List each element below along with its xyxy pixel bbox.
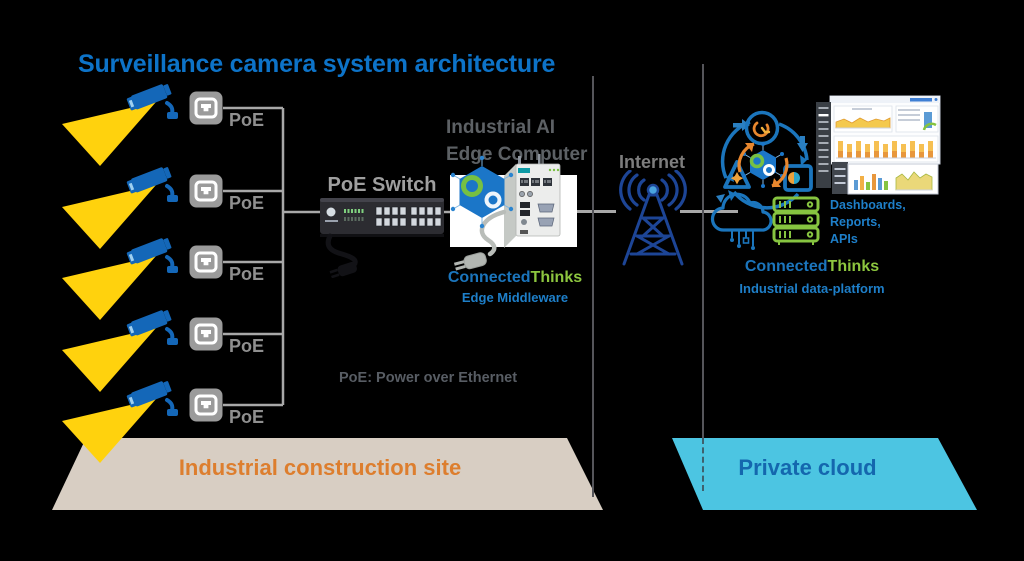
camera-row: PoE — [62, 305, 283, 392]
power-plug-icon — [329, 261, 357, 278]
connector-edge-to-internet — [576, 210, 616, 213]
switch-ports — [375, 206, 442, 227]
cloud-outputs: Dashboards, Reports, APIs — [830, 197, 940, 248]
camera-beam — [62, 185, 156, 249]
radio-tower-icon — [619, 170, 687, 266]
poe-port-icon — [189, 245, 223, 279]
brand-thinks: Thinks — [827, 258, 880, 275]
poe-port-icon — [189, 317, 223, 351]
ai-cycle-icon — [710, 110, 820, 250]
connector-internet-to-cloud — [680, 210, 738, 213]
internet-label: Internet — [618, 152, 685, 172]
camera-row: PoE — [62, 376, 283, 463]
poe-label: PoE — [229, 110, 264, 130]
separator-line-internet-cloud — [702, 64, 704, 438]
ai-face-icon — [783, 164, 813, 192]
poe-port-icon — [189, 388, 223, 422]
camera-beam — [62, 399, 156, 463]
private-cloud-zone — [672, 438, 977, 510]
poe-switch-label: PoE Switch — [327, 174, 437, 196]
camera-beam — [62, 328, 156, 392]
cloud-brand-subtitle: Industrial data-platform — [739, 281, 885, 296]
camera-row: PoE — [62, 79, 283, 166]
cloud-brand: ConnectedThinks — [712, 258, 912, 276]
camera-beam — [62, 256, 156, 320]
zone-shapes — [52, 438, 977, 510]
edge-computer-title-line1: Industrial AI — [446, 117, 556, 138]
hexagon-logo-icon — [450, 155, 514, 229]
poe-port-icon — [189, 91, 223, 125]
camera-wiring-diagram: PoE PoE PoE PoE PoE — [62, 79, 470, 463]
cloud-circuit-icon — [710, 192, 773, 250]
edge-brand: ConnectedThinks — [440, 269, 590, 287]
poe-label: PoE — [229, 193, 264, 213]
brand-connected: Connected — [744, 258, 828, 275]
poe-port-icon — [189, 174, 223, 208]
separator-line-dashed — [702, 438, 704, 491]
zone-label-industrial-site: Industrial construction site — [178, 455, 462, 480]
hexagon-core-icon — [737, 142, 789, 188]
output-reports: Reports, — [830, 215, 881, 229]
power-cord — [325, 233, 358, 268]
brand-connected: Connected — [447, 269, 531, 286]
edge-computer-image — [450, 154, 561, 271]
camera-row: PoE — [62, 233, 283, 320]
edge-power-cord — [479, 209, 507, 257]
server-stack-icon — [772, 196, 820, 245]
poe-label: PoE — [229, 264, 264, 284]
industrial-site-zone — [52, 438, 603, 510]
poe-label: PoE — [229, 407, 264, 427]
switch-leds — [344, 209, 364, 213]
zone-label-private-cloud: Private cloud — [738, 455, 877, 480]
output-apis: APIs — [830, 232, 858, 246]
page-title: Surveillance camera system architecture — [78, 50, 556, 78]
poe-label: PoE — [229, 336, 264, 356]
dashboard-screenshot — [816, 95, 941, 195]
edge-brand-subtitle: Edge Middleware — [461, 290, 569, 305]
camera-row: PoE — [62, 162, 283, 249]
edge-power-plug-icon — [453, 252, 487, 271]
separator-line-site-internet — [592, 76, 594, 497]
switch-logo-icon — [326, 207, 336, 217]
output-dashboards: Dashboards, — [830, 198, 906, 212]
brand-thinks: Thinks — [530, 269, 583, 286]
dashboard-sidebar — [816, 102, 831, 188]
poe-footnote: PoE: Power over Ethernet — [339, 370, 518, 386]
camera-beam — [62, 102, 156, 166]
poe-switch-image — [320, 198, 444, 278]
